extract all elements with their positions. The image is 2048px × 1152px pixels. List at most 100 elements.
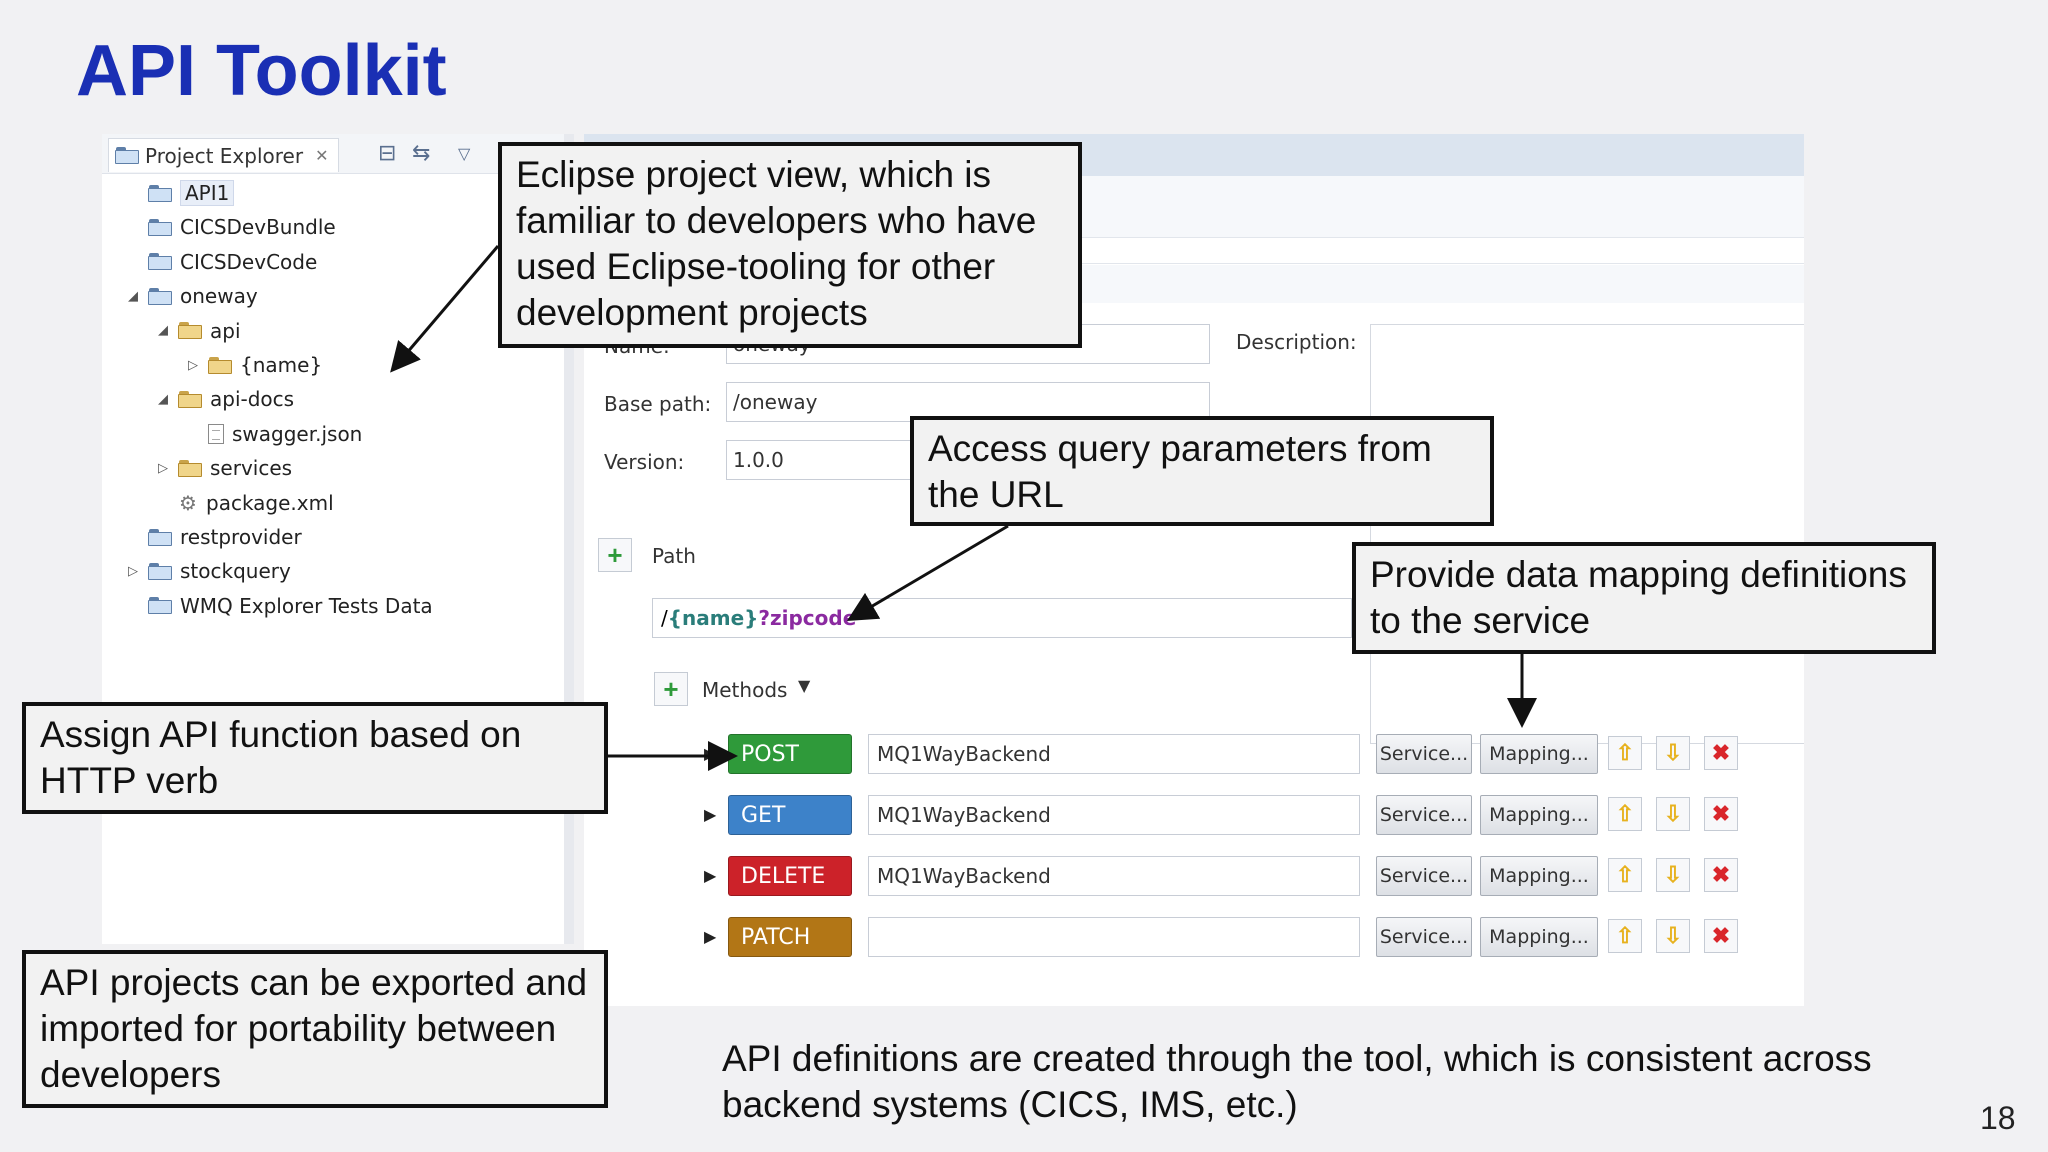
tree-item[interactable]: ⚙ package.xml (156, 488, 334, 518)
method-row-post: ▶ POST MQ1WayBackend Service...Mapping... ⇧ ⇩… (704, 734, 1764, 776)
backend-field[interactable]: MQ1WayBackend (868, 795, 1360, 835)
project-explorer-tab-label: Project Explorer (145, 143, 304, 168)
callout-query: Access query parameters from the URL (910, 416, 1494, 526)
mapping-button[interactable]: Mapping... (1480, 795, 1598, 835)
backend-field[interactable]: MQ1WayBackend (868, 734, 1360, 774)
description-label: Description: (1236, 330, 1357, 354)
tree-item-label: api (210, 318, 241, 343)
move-up-arrow-icon[interactable]: ⇧ (1608, 736, 1642, 770)
move-down-arrow-icon[interactable]: ⇩ (1656, 858, 1690, 892)
gear-file-icon: ⚙ (179, 490, 197, 515)
service-button[interactable]: Service... (1376, 795, 1472, 835)
tree-item-label: package.xml (206, 490, 334, 515)
verb-button-delete[interactable]: DELETE (728, 856, 852, 896)
file-icon (208, 423, 224, 444)
tree-item[interactable]: ▷ {name} (186, 350, 322, 380)
methods-dropdown-chevron-down-icon[interactable]: ▼ (798, 676, 811, 695)
project-explorer-icon (115, 147, 139, 164)
tree-item[interactable]: WMQ Explorer Tests Data (126, 591, 433, 621)
callout-eclipse: Eclipse project view, which is familiar … (498, 142, 1082, 348)
delete-x-icon[interactable]: ✖ (1704, 919, 1738, 953)
backend-field[interactable]: MQ1WayBackend (868, 856, 1360, 896)
expand-triangle-icon[interactable]: ▶ (704, 929, 717, 946)
tree-item[interactable]: ◢ api-docs (156, 384, 294, 414)
project-folder-icon (148, 253, 172, 271)
service-button[interactable]: Service... (1376, 734, 1472, 774)
move-down-arrow-icon[interactable]: ⇩ (1656, 919, 1690, 953)
project-explorer-header: Project Explorer ✕ ⊟ ⇆ ▽ (102, 134, 564, 174)
path-query: ?zipcode (758, 606, 857, 630)
tree-item-label: stockquery (180, 559, 291, 584)
tree-item[interactable]: swagger.json (186, 419, 362, 449)
move-down-arrow-icon[interactable]: ⇩ (1656, 736, 1690, 770)
add-path-plus-icon[interactable]: + (598, 538, 632, 572)
description-field[interactable] (1370, 324, 1804, 744)
method-row-delete: ▶ DELETE MQ1WayBackend Service...Mapping...… (704, 856, 1764, 898)
delete-x-icon[interactable]: ✖ (1704, 797, 1738, 831)
path-label: Path (652, 544, 696, 568)
expand-triangle-icon[interactable]: ▶ (704, 868, 717, 885)
project-folder-icon (148, 597, 172, 615)
expanded-twisty-icon[interactable]: ◢ (158, 391, 168, 407)
methods-label: Methods (702, 678, 788, 702)
tree-item-label: api-docs (210, 387, 295, 412)
method-row-get: ▶ GET MQ1WayBackend Service...Mapping... ⇧ ⇩ ✖ (704, 795, 1764, 837)
tree-item[interactable]: ▷services (156, 453, 292, 483)
expand-triangle-icon[interactable]: ▶ (704, 746, 717, 763)
slide-title: API Toolkit (76, 31, 447, 111)
collapsed-twisty-icon[interactable]: ▷ (158, 460, 168, 476)
tree-item-label: CICSDevCode (180, 249, 318, 274)
service-button[interactable]: Service... (1376, 856, 1472, 896)
tree-item[interactable]: API1 (126, 178, 235, 208)
folder-icon (178, 459, 202, 477)
base-path-label: Base path: (604, 392, 712, 416)
tree-item-label: {name} (240, 353, 323, 377)
link-with-editor-icon[interactable]: ⇆ (412, 140, 431, 165)
tree-item[interactable]: ◢oneway (126, 281, 258, 311)
project-folder-icon (148, 218, 172, 236)
mapping-button[interactable]: Mapping... (1480, 734, 1598, 774)
service-button[interactable]: Service... (1376, 917, 1472, 957)
tree-item[interactable]: ▷ stockquery (126, 556, 291, 586)
move-up-arrow-icon[interactable]: ⇧ (1608, 919, 1642, 953)
tree-item[interactable]: CICSDevBundle (126, 212, 336, 242)
tree-item[interactable]: restprovider (126, 522, 302, 552)
close-icon[interactable]: ✕ (315, 146, 329, 165)
folder-icon (178, 390, 202, 408)
path-field[interactable]: /{name}?zipcode (652, 598, 1352, 638)
collapsed-twisty-icon[interactable]: ▷ (188, 357, 198, 373)
version-label: Version: (604, 450, 685, 474)
expanded-twisty-icon[interactable]: ◢ (128, 288, 138, 304)
page-number: 18 (1980, 1100, 2016, 1136)
verb-button-patch[interactable]: PATCH (728, 917, 852, 957)
mapping-button[interactable]: Mapping... (1480, 856, 1598, 896)
folder-icon (208, 356, 232, 374)
base-path-field[interactable]: /oneway (726, 382, 1210, 422)
expand-triangle-icon[interactable]: ▶ (704, 807, 717, 824)
backend-field[interactable] (868, 917, 1360, 957)
verb-button-get[interactable]: GET (728, 795, 852, 835)
tree-item-label: CICSDevBundle (180, 215, 336, 240)
tree-item-label: swagger.json (232, 421, 363, 446)
collapse-all-icon[interactable]: ⊟ (378, 140, 397, 165)
move-down-arrow-icon[interactable]: ⇩ (1656, 797, 1690, 831)
add-method-plus-icon[interactable]: + (654, 672, 688, 706)
tree-item[interactable]: CICSDevCode (126, 247, 317, 277)
tree-item[interactable]: ◢ api (156, 316, 241, 346)
callout-verb: Assign API function based on HTTP verb (22, 702, 608, 814)
move-up-arrow-icon[interactable]: ⇧ (1608, 797, 1642, 831)
expanded-twisty-icon[interactable]: ◢ (158, 323, 168, 339)
tree-item-label: restprovider (180, 525, 302, 549)
view-menu-chevron-down-icon[interactable]: ▽ (458, 146, 471, 163)
project-folder-icon (148, 528, 172, 546)
path-param: {name} (667, 606, 759, 630)
delete-x-icon[interactable]: ✖ (1704, 858, 1738, 892)
move-up-arrow-icon[interactable]: ⇧ (1608, 858, 1642, 892)
verb-button-post[interactable]: POST (728, 734, 852, 774)
delete-x-icon[interactable]: ✖ (1704, 736, 1738, 770)
tree-item-label: API1 (180, 180, 235, 206)
project-explorer-tab[interactable]: Project Explorer ✕ (108, 138, 340, 172)
tree-item-label: WMQ Explorer Tests Data (180, 593, 433, 618)
mapping-button[interactable]: Mapping... (1480, 917, 1598, 957)
collapsed-twisty-icon[interactable]: ▷ (128, 563, 138, 579)
